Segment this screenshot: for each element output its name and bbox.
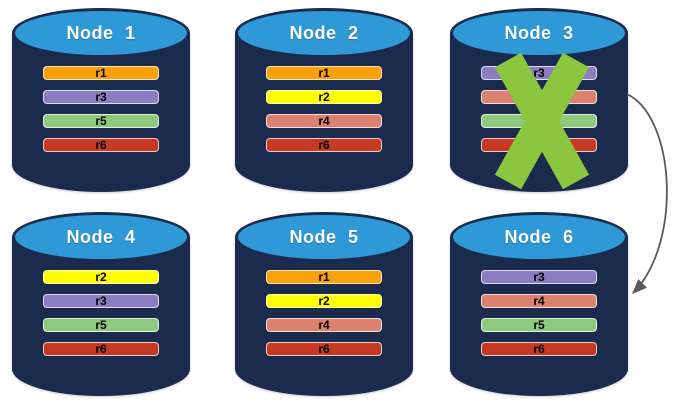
replica-bar: r5 xyxy=(481,318,597,332)
replica-bar: r3 xyxy=(43,90,159,104)
replica-bar: r2 xyxy=(266,90,382,104)
replica-bar: r1 xyxy=(266,66,382,80)
node-4-cylinder-body xyxy=(12,237,190,396)
node-1: Node 1 r1 r3 r5 r6 xyxy=(12,8,190,192)
replica-bar: r2 xyxy=(43,270,159,284)
replica-bar: r6 xyxy=(481,342,597,356)
replica-bar: r6 xyxy=(43,138,159,152)
node-5-cylinder-top: Node 5 xyxy=(235,212,413,262)
replica-bar: r4 xyxy=(481,90,597,104)
node-5-title: Node 5 xyxy=(289,226,359,247)
node-4-replica-list: r2 r3 r5 r6 xyxy=(43,270,159,356)
replica-bar: r3 xyxy=(481,66,597,80)
node-1-cylinder-top: Node 1 xyxy=(12,8,190,58)
node-5: Node 5 r1 r2 r4 r6 xyxy=(235,212,413,396)
replica-bar: r5 xyxy=(43,318,159,332)
node-5-cylinder-body xyxy=(235,237,413,396)
node-6-replica-list: r3 r4 r5 r6 xyxy=(481,270,597,356)
node-3-title: Node 3 xyxy=(504,22,574,43)
node-2-replica-list: r1 r2 r4 r6 xyxy=(266,66,382,152)
replica-bar: r5 xyxy=(43,114,159,128)
node-4: Node 4 r2 r3 r5 r6 xyxy=(12,212,190,396)
node-6-cylinder-top: Node 6 xyxy=(450,212,628,262)
node-2-cylinder-top: Node 2 xyxy=(235,8,413,58)
node-2-title: Node 2 xyxy=(289,22,359,43)
replica-bar: r4 xyxy=(481,294,597,308)
failover-arrow-path xyxy=(626,93,668,294)
node-2-cylinder-body xyxy=(235,33,413,192)
node-6: Node 6 r3 r4 r5 r6 xyxy=(450,212,628,396)
replica-bar: r6 xyxy=(43,342,159,356)
replica-bar: r3 xyxy=(481,270,597,284)
replica-bar: r2 xyxy=(266,294,382,308)
replica-bar: r6 xyxy=(266,342,382,356)
node-5-replica-list: r1 r2 r4 r6 xyxy=(266,270,382,356)
replica-bar: r6 xyxy=(481,138,597,152)
node-1-title: Node 1 xyxy=(66,22,136,43)
node-4-cylinder-top: Node 4 xyxy=(12,212,190,262)
replica-bar: r4 xyxy=(266,318,382,332)
replica-bar: r5 xyxy=(481,114,597,128)
replica-bar: r6 xyxy=(266,138,382,152)
node-1-cylinder-body xyxy=(12,33,190,192)
node-2: Node 2 r1 r2 r4 r6 xyxy=(235,8,413,192)
replica-bar: r1 xyxy=(266,270,382,284)
replica-bar: r3 xyxy=(43,294,159,308)
node-1-replica-list: r1 r3 r5 r6 xyxy=(43,66,159,152)
node-6-cylinder-body xyxy=(450,237,628,396)
node-4-title: Node 4 xyxy=(66,226,136,247)
node-3-cylinder-top: Node 3 xyxy=(450,8,628,58)
node-3: Node 3 r3 r4 r5 r6 xyxy=(450,8,628,192)
node-3-replica-list: r3 r4 r5 r6 xyxy=(481,66,597,152)
replica-bar: r4 xyxy=(266,114,382,128)
replica-bar: r1 xyxy=(43,66,159,80)
node-6-title: Node 6 xyxy=(504,226,574,247)
